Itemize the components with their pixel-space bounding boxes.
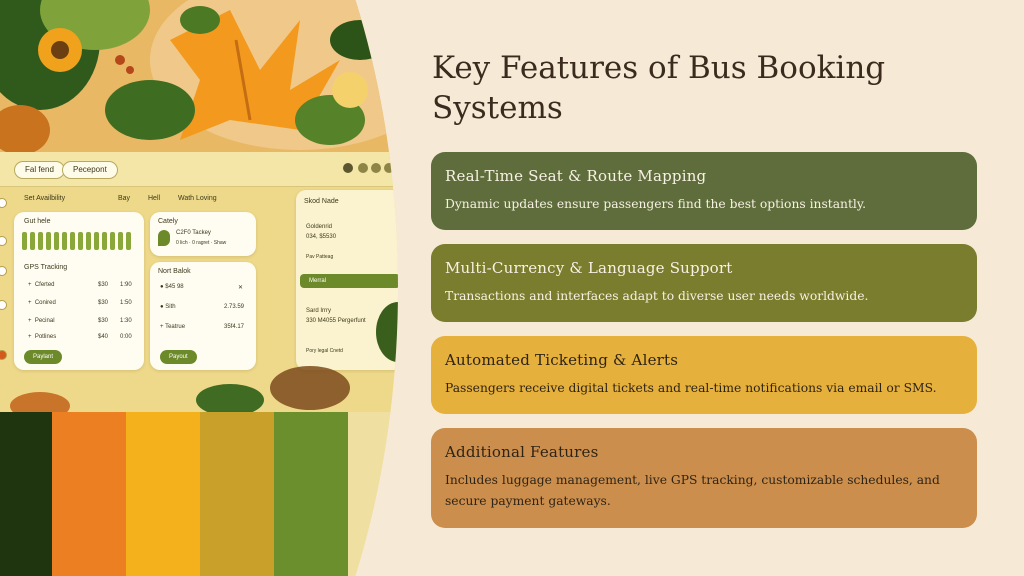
route-line: Pav Patteag — [306, 254, 334, 260]
gps-value: $40 — [98, 334, 109, 340]
feature-card-multi-currency: Multi-Currency & Language Support Transa… — [431, 244, 977, 322]
mockup-tab[interactable]: Pecepont — [62, 161, 118, 179]
gps-time: 0:00 — [120, 334, 132, 340]
mockup-tab[interactable]: Fal fend — [14, 161, 65, 179]
bell-icon[interactable] — [384, 163, 394, 173]
skod-nade-panel: Skod Nade Goldenrid 034, $5530 Pav Patte… — [296, 190, 398, 370]
chat-icon[interactable] — [371, 163, 381, 173]
gps-row: + Pecinal — [28, 318, 55, 324]
feature-description: Includes luggage management, live GPS tr… — [445, 473, 940, 508]
balance-value: 2.73.59 — [224, 304, 245, 310]
mockup-filters: Set Availbility Bay Hell Wath Loving — [0, 188, 292, 210]
feature-heading: Automated Ticketing & Alerts — [445, 351, 679, 369]
panel-label: Nort Balok — [158, 268, 191, 275]
feature-description: Passengers receive digital tickets and r… — [445, 381, 937, 395]
seat-availability-bars — [22, 232, 131, 250]
panel-label: Cately — [158, 218, 178, 225]
foliage-art — [0, 0, 398, 160]
gps-value: $30 — [98, 318, 109, 324]
route-line: 034, $5530 — [306, 234, 337, 240]
feature-card-seat-mapping: Real-Time Seat & Route Mapping Dynamic u… — [431, 152, 977, 230]
merral-button[interactable]: Merral — [300, 274, 398, 288]
palette-swatch — [348, 412, 398, 576]
filter-item[interactable]: Bay — [118, 195, 131, 202]
gps-row: + Potlines — [28, 334, 57, 340]
location-pin-icon — [158, 230, 170, 246]
balance-value: 35f4.17 — [224, 324, 245, 330]
balance-row: ● $45 98 — [160, 284, 184, 290]
gps-time: 1:50 — [120, 300, 132, 306]
close-icon[interactable]: ✕ — [238, 285, 244, 291]
sidebar-dot[interactable] — [0, 236, 7, 246]
payout-button[interactable]: Payout — [160, 350, 197, 364]
panel-label: Skod Nade — [304, 198, 339, 205]
gps-time: 1:30 — [120, 318, 132, 324]
profile-icon[interactable] — [343, 163, 353, 173]
gps-row: + Conired — [28, 300, 56, 306]
feature-heading: Additional Features — [445, 443, 599, 461]
autumn-foliage — [0, 0, 398, 160]
paylant-button[interactable]: Paylant — [24, 350, 63, 364]
route-line: Pory legal Cnetd — [306, 348, 343, 354]
sidebar-dot[interactable] — [0, 300, 7, 310]
nort-balok-panel: Nort Balok ● $45 98 ✕ ● Sith 2.73.59 + T… — [150, 262, 256, 370]
gps-time: 1:90 — [120, 282, 132, 288]
balance-row: ● Sith — [160, 304, 176, 310]
feature-card-additional: Additional Features Includes luggage man… — [431, 428, 977, 528]
palette-swatch — [126, 412, 200, 576]
route-line: Goldenrid — [306, 224, 333, 230]
cately-panel: Cately C2F0 Tackey 0 lich · 0 ragret · S… — [150, 212, 256, 256]
hero-clip: Fal fend Pecepont Set Availbility Bay He… — [0, 0, 398, 576]
panel-label: GPS Tracking — [24, 264, 68, 271]
palette-swatch — [274, 412, 348, 576]
settings-icon[interactable] — [358, 163, 368, 173]
palette-swatch — [200, 412, 274, 576]
gps-value: $30 — [98, 300, 109, 306]
sidebar-dot[interactable] — [0, 266, 7, 276]
sidebar-dot[interactable] — [0, 350, 7, 360]
panel-label: Gut hele — [24, 218, 51, 225]
balance-row: + Teatrue — [160, 324, 186, 330]
mockup-sidebar — [0, 188, 14, 524]
cately-line: 0 lich · 0 ragret · Shaw — [176, 240, 227, 246]
route-line: Sard Irrry — [306, 308, 332, 314]
cately-line: C2F0 Tackey — [176, 230, 211, 236]
page-title: Key Features of Bus Booking Systems — [432, 50, 886, 126]
feature-description: Transactions and interfaces adapt to div… — [445, 289, 869, 303]
filter-item[interactable]: Set Availbility — [24, 195, 66, 202]
color-palette-stripes — [0, 412, 398, 576]
mockup-topbar: Fal fend Pecepont — [0, 152, 398, 187]
feature-card-ticketing: Automated Ticketing & Alerts Passengers … — [431, 336, 977, 414]
filter-item[interactable]: Wath Loving — [178, 195, 217, 202]
filter-item[interactable]: Hell — [148, 195, 161, 202]
feature-description: Dynamic updates ensure passengers find t… — [445, 197, 867, 211]
feature-heading: Real-Time Seat & Route Mapping — [445, 167, 707, 185]
gps-value: $30 — [98, 282, 109, 288]
feature-heading: Multi-Currency & Language Support — [445, 259, 733, 277]
app-mockup: Fal fend Pecepont Set Availbility Bay He… — [0, 152, 398, 414]
gps-row: + Cferted — [28, 282, 55, 288]
palette-swatch — [52, 412, 126, 576]
route-line: 330 M4055 Pergerfunt — [306, 318, 366, 324]
palette-swatch — [0, 412, 52, 576]
sidebar-dot[interactable] — [0, 198, 7, 208]
